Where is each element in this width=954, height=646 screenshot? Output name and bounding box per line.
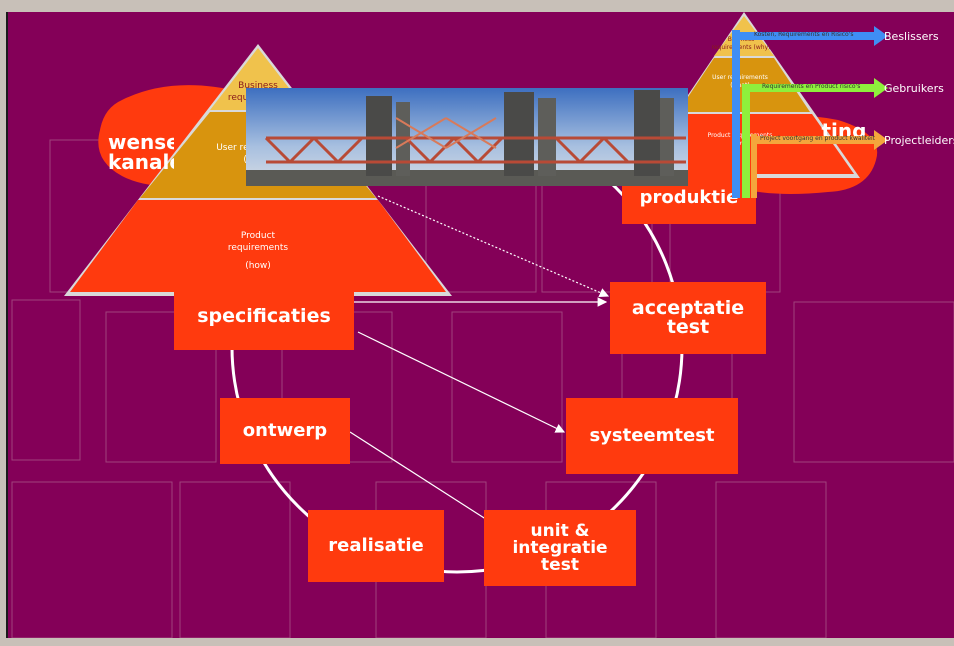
box-unit-test: unit & integratie test xyxy=(484,510,636,586)
stakeholder-bar3-text: Project voortgang en product kwaliteit xyxy=(760,135,875,142)
stakeholder-bar2-text: Requirements en Product risico's xyxy=(762,83,861,90)
box-ontwerp: ontwerp xyxy=(220,398,350,464)
box-acceptatie: acceptatie test xyxy=(610,282,766,354)
box-realisatie: realisatie xyxy=(308,510,444,582)
stakeholder-bar-green-vertical xyxy=(742,84,750,198)
left-pyramid-base-line3: (how) xyxy=(245,261,271,271)
box-specificaties: specificaties xyxy=(174,282,354,350)
stakeholder-gebruikers: Gebruikers xyxy=(884,82,944,95)
slide: Business requirements (why) User require… xyxy=(6,12,954,638)
left-pyramid-base-line1: Product xyxy=(240,231,276,241)
stakeholder-bar-orange-vertical xyxy=(751,134,757,198)
box-wensen: wensen kanalen xyxy=(108,130,174,174)
right-pyramid-base-label: Product requirements (how) xyxy=(707,132,773,148)
stakeholder-beslissers: Beslissers xyxy=(884,30,939,43)
stakeholder-bar-blue-vertical xyxy=(732,30,740,198)
stakeholder-projectleiders: Projectleiders xyxy=(884,134,954,147)
box-systeemtest: systeemtest xyxy=(566,398,738,474)
stakeholder-bar1-text: Kosten, Requirements en Risico's xyxy=(754,31,854,38)
stakeholder-arrows xyxy=(732,26,888,150)
bridge-photo xyxy=(246,88,688,186)
phase-arrows xyxy=(349,195,610,533)
left-pyramid-base-line2: requirements xyxy=(227,243,289,253)
